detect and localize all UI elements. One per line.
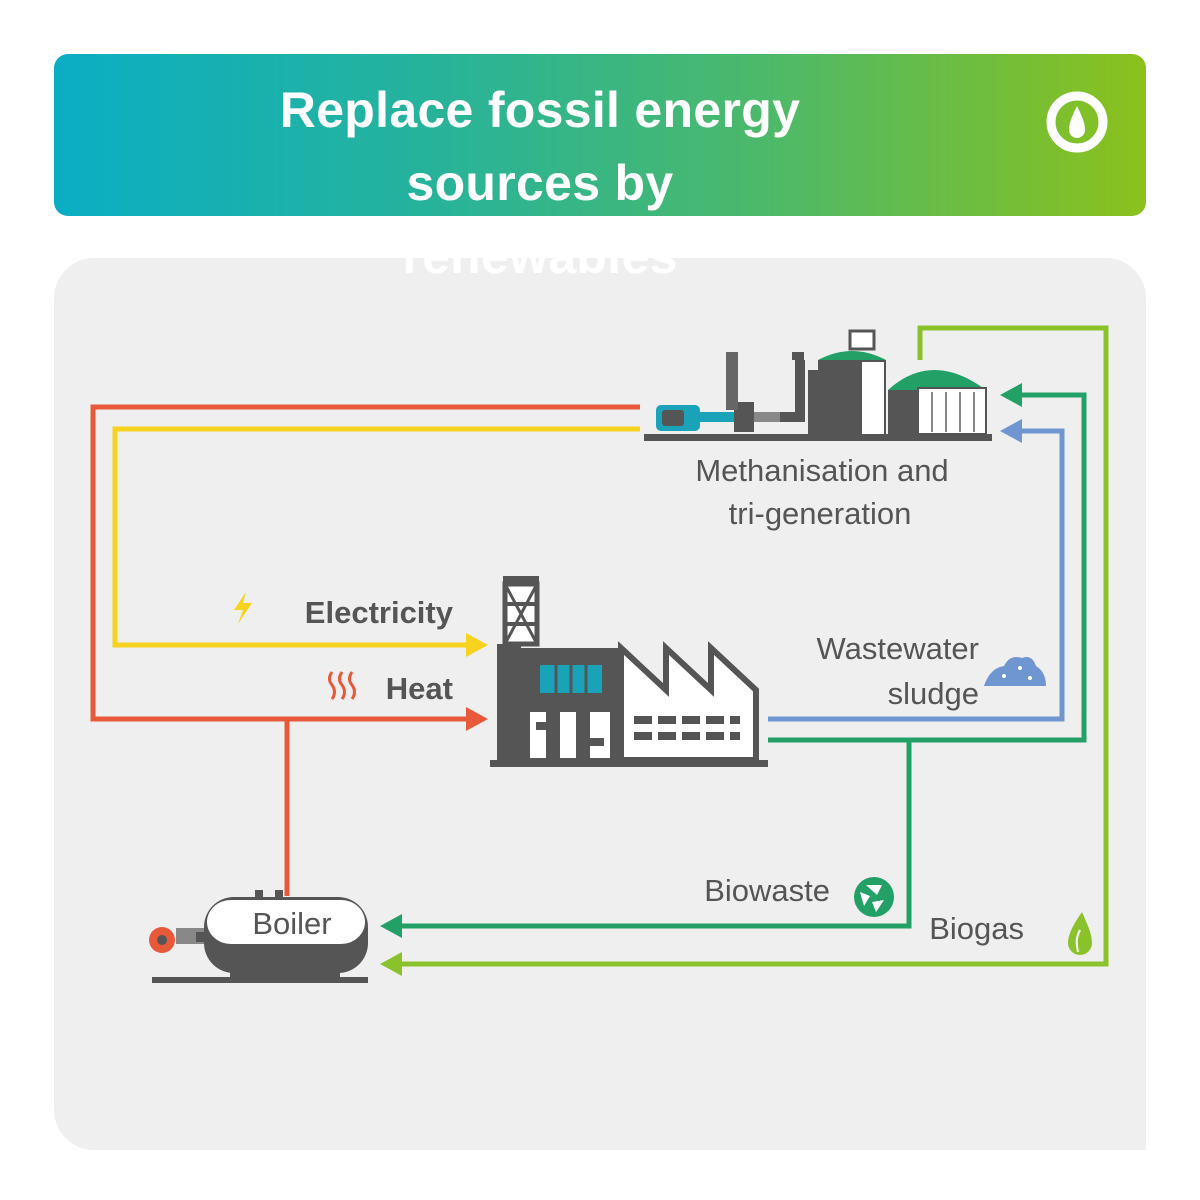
electricity-flow xyxy=(112,426,640,657)
sludge-flow xyxy=(768,419,1065,722)
heat-waves-icon xyxy=(328,671,356,700)
page-title-line-1: Replace fossil energy xyxy=(279,82,801,138)
wastewater-label-line-2: sludge xyxy=(888,676,979,711)
wastewater-label-line-1: Wastewater xyxy=(816,631,979,666)
header-banner: Replace fossil energy sources by xyxy=(54,54,1146,216)
page-title-line-2: sources by xyxy=(406,155,674,211)
biowaste-label: Biowaste xyxy=(704,873,830,908)
heat-flow xyxy=(90,404,640,896)
boiler-label: Boiler xyxy=(252,906,331,941)
page-title-line-3: renewables xyxy=(402,228,678,284)
factory-building xyxy=(490,576,768,767)
boiler-unit xyxy=(149,890,368,983)
biowaste-flow xyxy=(380,383,1087,938)
lightning-icon xyxy=(234,592,252,624)
electricity-label: Electricity xyxy=(305,595,454,630)
biogas-label: Biogas xyxy=(929,911,1024,946)
biogas-flow xyxy=(380,325,1109,976)
flame-icon xyxy=(1068,912,1092,955)
recycle-icon xyxy=(854,877,894,917)
methanisation-label-line-2: tri-generation xyxy=(729,496,912,531)
sludge-pile-icon xyxy=(984,657,1046,686)
logo-drop-icon xyxy=(1046,91,1108,153)
methanisation-label-line-1: Methanisation and xyxy=(695,453,948,488)
methanisation-plant xyxy=(644,329,992,441)
heat-label: Heat xyxy=(386,671,453,706)
